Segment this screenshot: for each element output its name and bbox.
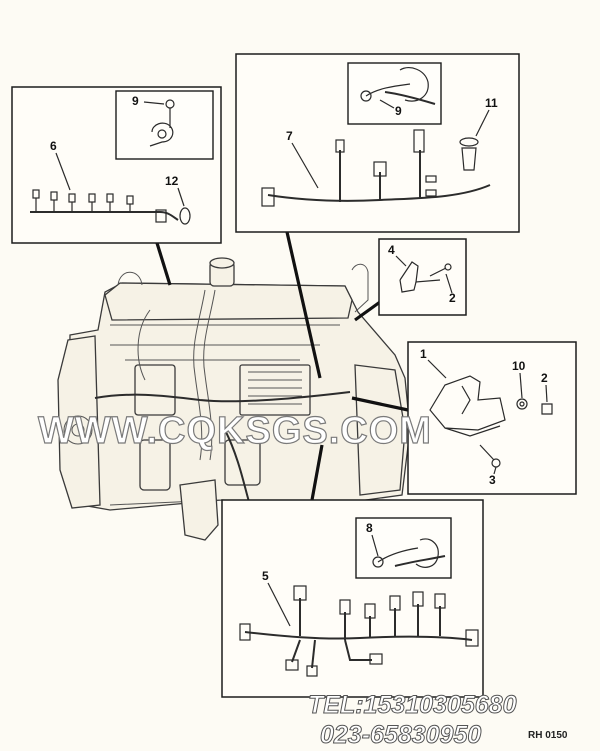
label-12: 12 — [165, 174, 179, 188]
contact-tel: TEL:15310305680 — [308, 691, 517, 719]
label-4: 4 — [388, 243, 395, 257]
label-9-top-left: 9 — [132, 94, 139, 108]
label-6: 6 — [50, 139, 57, 153]
callout-box-lower-harness: 5 8 — [221, 499, 484, 698]
label-8: 8 — [366, 521, 373, 535]
callout-box-bracket-small: 4 2 — [378, 238, 467, 316]
label-2-small-box: 2 — [449, 291, 456, 305]
harness-7-connectors — [261, 129, 437, 207]
o-ring-12-icon — [179, 207, 191, 225]
bracket-1-icon — [429, 375, 506, 431]
contact-phone: 023-65830950 — [320, 721, 481, 749]
washer-10-icon — [516, 398, 528, 410]
p-clip-icon — [149, 122, 174, 147]
bolt-3-icon — [479, 444, 495, 461]
figure-reference: RH 0150 — [528, 730, 568, 741]
label-3: 3 — [489, 473, 496, 487]
engine-illustration — [57, 257, 411, 541]
inset-clip-detail — [115, 90, 214, 160]
seal-ring-11-icon — [459, 137, 479, 147]
label-1: 1 — [420, 347, 427, 361]
watermark-text: WWW.CQKSGS.COM — [38, 410, 432, 452]
harness-6-connectors — [32, 189, 167, 223]
label-7: 7 — [286, 129, 293, 143]
bolt-2-icon — [429, 267, 447, 277]
bolt-8-icon — [377, 547, 419, 563]
bracket-4-icon — [399, 261, 441, 283]
label-9-top-center: 9 — [395, 104, 402, 118]
bolt-9b-icon — [365, 83, 411, 97]
inset-lower-clamp-detail — [355, 517, 452, 579]
callout-box-harness-clip: 6 9 12 — [11, 86, 222, 244]
nut-2-icon — [541, 403, 553, 415]
callout-box-bracket-large: 1 10 2 3 — [407, 341, 577, 495]
label-2-large-box: 2 — [541, 371, 548, 385]
callout-leaders — [155, 231, 409, 501]
label-5: 5 — [262, 569, 269, 583]
harness-5-connectors — [239, 585, 479, 677]
label-10: 10 — [512, 359, 526, 373]
label-11: 11 — [485, 96, 498, 110]
callout-box-main-harness: 7 9 11 — [235, 53, 520, 233]
